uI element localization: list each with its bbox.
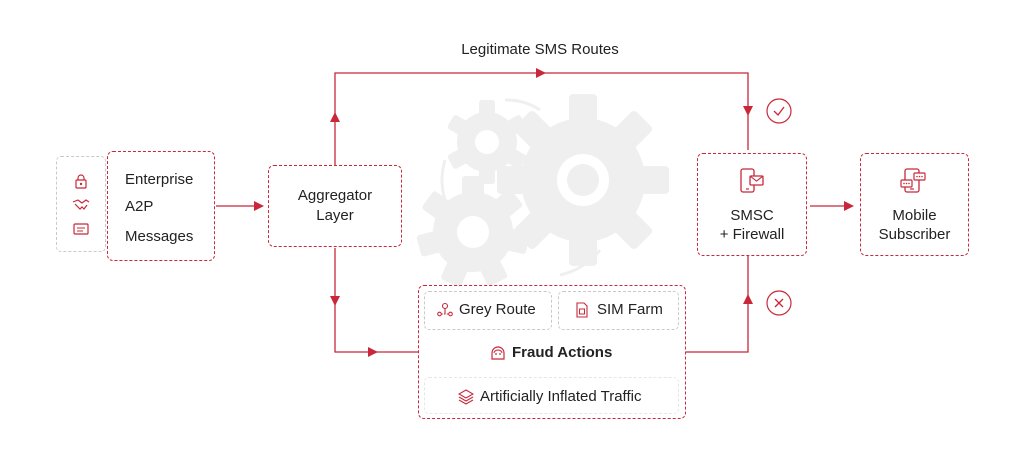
subscriber-label-2: Subscriber — [878, 226, 951, 243]
arrow-down-to-smsc — [743, 106, 753, 116]
arrow-to-aggregator — [254, 201, 264, 211]
grey-route-label: Grey Route — [459, 301, 536, 318]
subscriber-label-1: Mobile — [892, 207, 937, 224]
smsc-firewall-box — [697, 153, 807, 256]
arrow-up-legit — [330, 112, 340, 122]
hacker-icon — [491, 346, 505, 360]
arrow-right-legit — [536, 68, 546, 78]
sim-farm-card — [558, 291, 679, 330]
source-line-3: Messages — [125, 228, 194, 245]
legitimate-routes-title: Legitimate SMS Routes — [461, 41, 619, 58]
x-circle-icon — [766, 290, 792, 316]
sim-card-icon — [576, 302, 588, 318]
sim-farm-label: SIM Farm — [597, 301, 663, 318]
fraud-actions-label: Fraud Actions — [512, 344, 613, 361]
enterprise-a2p-box — [107, 151, 215, 261]
lock-icon — [75, 174, 87, 189]
inflated-traffic-label: Artificially Inflated Traffic — [480, 388, 642, 405]
smsc-label-2: + Firewall — [719, 226, 785, 243]
arrow-down-fraud — [330, 296, 340, 306]
route-icon — [437, 302, 453, 317]
check-circle-icon — [766, 98, 792, 124]
source-line-2: A2P — [125, 198, 154, 215]
arrow-up-from-fraud — [743, 294, 753, 304]
fraud-container — [418, 285, 686, 419]
aggregator-label-1: Aggregator — [297, 187, 373, 204]
message-card-icon — [73, 223, 89, 235]
handshake-icon — [72, 199, 90, 210]
phone-message-icon — [740, 168, 764, 193]
aggregator-layer-box — [268, 165, 402, 247]
arrow-to-subscriber — [844, 201, 854, 211]
mobile-subscriber-box — [860, 153, 969, 256]
arrow-right-fraud — [368, 347, 378, 357]
phone-chat-icon — [900, 168, 926, 193]
source-line-1: Enterprise — [125, 171, 194, 188]
smsc-label-1: SMSC — [730, 207, 774, 224]
inflated-traffic-card — [424, 377, 679, 414]
source-icon-strip — [56, 156, 106, 252]
layers-icon — [458, 389, 474, 405]
aggregator-label-2: Layer — [316, 207, 354, 224]
